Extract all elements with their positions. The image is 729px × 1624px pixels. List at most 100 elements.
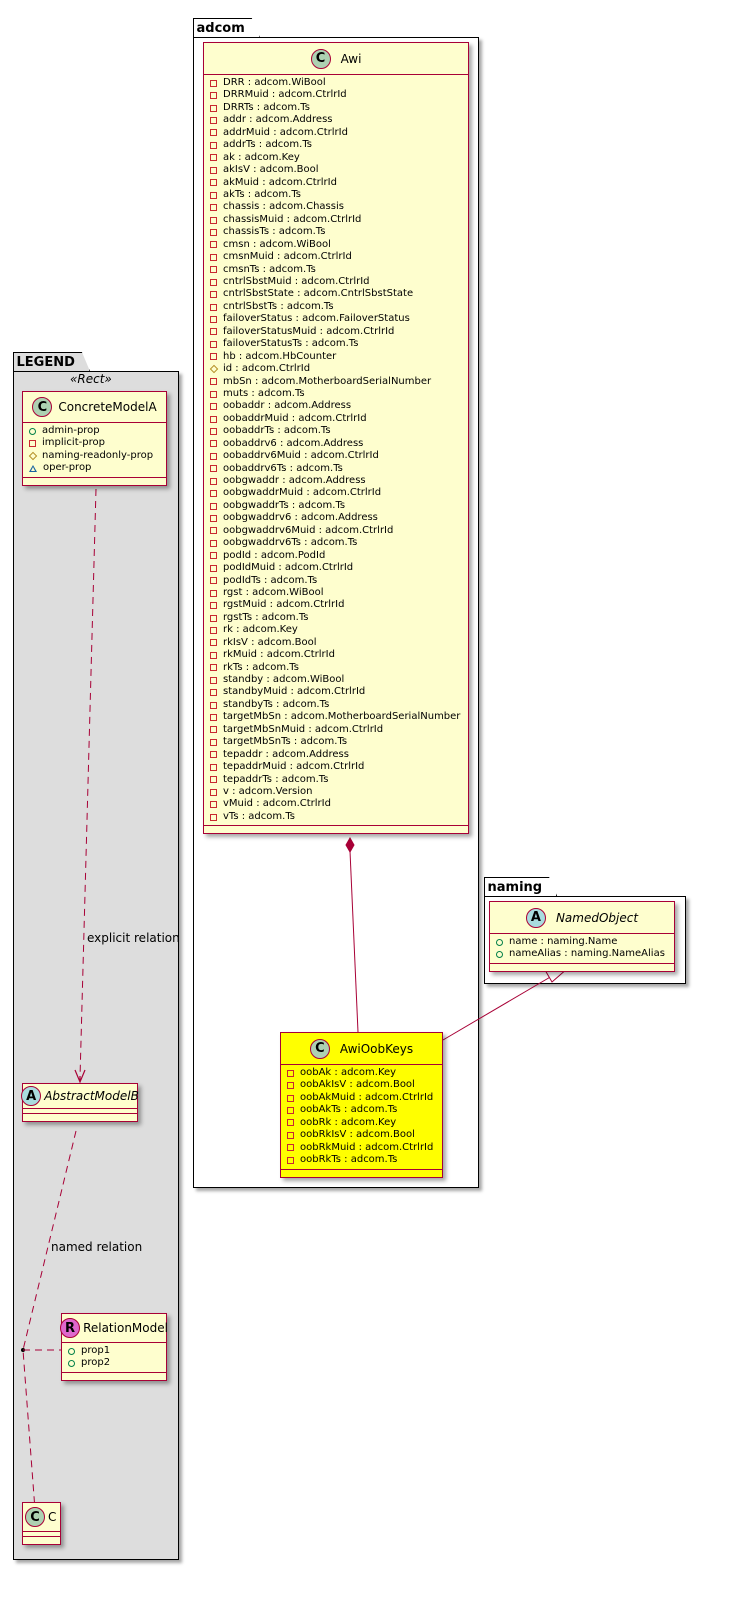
private-visibility-icon xyxy=(287,1156,294,1164)
attribute-row: oobgwaddrv6Muid : adcom.CtrlrId xyxy=(210,525,464,537)
attribute-row: cntrlSbstMuid : adcom.CtrlrId xyxy=(210,276,464,288)
private-visibility-icon xyxy=(287,1131,294,1139)
private-visibility-icon xyxy=(210,490,217,498)
attribute-text: oobaddrv6 : adcom.Address xyxy=(223,437,364,449)
attribute-text: oobaddrMuid : adcom.CtrlrId xyxy=(223,412,367,424)
attribute-text: cmsnMuid : adcom.CtrlrId xyxy=(223,251,352,263)
private-visibility-icon xyxy=(210,626,217,634)
attribute-row: oobAkIsV : adcom.Bool xyxy=(287,1079,438,1091)
attribute-text: rgstTs : adcom.Ts xyxy=(223,611,309,623)
attribute-row: nameAlias : naming.NameAlias xyxy=(496,948,670,960)
private-visibility-icon xyxy=(210,738,217,746)
private-visibility-icon xyxy=(210,527,217,535)
attribute-text: naming-readonly-prop xyxy=(42,449,154,461)
private-visibility-icon xyxy=(210,92,217,100)
private-visibility-icon xyxy=(210,502,217,510)
private-visibility-icon xyxy=(210,564,217,572)
attribute-row: standby : adcom.WiBool xyxy=(210,674,464,686)
private-visibility-icon xyxy=(210,228,217,236)
attribute-row: prop2 xyxy=(68,1357,162,1369)
attribute-row: oobRkIsV : adcom.Bool xyxy=(287,1129,438,1141)
attribute-row: oobgwaddrv6 : adcom.Address xyxy=(210,512,464,524)
class-abstract-model-b[interactable]: A AbstractModelB xyxy=(21,1083,139,1122)
attribute-row: cmsn : adcom.WiBool xyxy=(210,239,464,251)
private-visibility-icon xyxy=(210,253,217,261)
private-visibility-icon xyxy=(210,390,217,398)
attribute-text: hb : adcom.HbCounter xyxy=(223,350,337,362)
attribute-row: oobgwaddr : adcom.Address xyxy=(210,475,464,487)
class-c[interactable]: C C xyxy=(22,1502,61,1545)
private-visibility-icon xyxy=(210,763,217,771)
private-visibility-icon xyxy=(210,328,217,336)
attribute-text: muts : adcom.Ts xyxy=(223,387,305,399)
attribute-row: name : naming.Name xyxy=(496,936,670,948)
attribute-row: DRR : adcom.WiBool xyxy=(210,77,464,89)
attribute-row: akMuid : adcom.CtrlrId xyxy=(210,177,464,189)
attribute-row: rkTs : adcom.Ts xyxy=(210,662,464,674)
attribute-text: rgst : adcom.WiBool xyxy=(223,586,324,598)
attribute-row: oobRkTs : adcom.Ts xyxy=(287,1154,438,1166)
attribute-row: chassisMuid : adcom.CtrlrId xyxy=(210,214,464,226)
attribute-text: implicit-prop xyxy=(42,437,105,449)
attribute-text: targetMbSnMuid : adcom.CtrlrId xyxy=(223,723,384,735)
package-adcom-tab: adcom xyxy=(193,18,260,37)
private-visibility-icon xyxy=(210,577,217,585)
attribute-list xyxy=(23,1109,137,1114)
class-name: ConcreteModelA xyxy=(58,400,157,414)
private-visibility-icon xyxy=(210,776,217,784)
attribute-row: standbyTs : adcom.Ts xyxy=(210,699,464,711)
attribute-text: oobRk : adcom.Key xyxy=(300,1116,397,1128)
attribute-row: oper-prop xyxy=(29,462,162,474)
attribute-text: failoverStatusMuid : adcom.CtrlrId xyxy=(223,325,395,337)
private-visibility-icon xyxy=(29,440,36,448)
attribute-text: oobaddr : adcom.Address xyxy=(223,400,352,412)
private-visibility-icon xyxy=(210,403,217,411)
private-visibility-icon xyxy=(210,415,217,423)
attribute-text: oobgwaddrv6 : adcom.Address xyxy=(223,512,378,524)
attribute-text: standbyTs : adcom.Ts xyxy=(223,698,330,710)
attribute-row: DRRTs : adcom.Ts xyxy=(210,102,464,114)
private-visibility-icon xyxy=(210,129,217,137)
protected-visibility-icon xyxy=(209,365,219,374)
attribute-row: v : adcom.Version xyxy=(210,786,464,798)
private-visibility-icon xyxy=(210,179,217,187)
attribute-text: id : adcom.CtrlrId xyxy=(223,363,311,375)
attribute-row: targetMbSnTs : adcom.Ts xyxy=(210,736,464,748)
attribute-row: rk : adcom.Key xyxy=(210,624,464,636)
attribute-row: cmsnMuid : adcom.CtrlrId xyxy=(210,251,464,263)
attribute-row: admin-prop xyxy=(29,425,162,437)
attribute-text: mbSn : adcom.MotherboardSerialNumber xyxy=(223,375,432,387)
attribute-text: standbyMuid : adcom.CtrlrId xyxy=(223,686,366,698)
attribute-text: oobRkTs : adcom.Ts xyxy=(300,1154,398,1166)
attribute-row: rgstMuid : adcom.CtrlrId xyxy=(210,599,464,611)
attribute-text: oobRkMuid : adcom.CtrlrId xyxy=(300,1141,434,1153)
attribute-text: prop1 xyxy=(81,1345,111,1356)
attribute-text: oobaddrv6Muid : adcom.CtrlrId xyxy=(223,450,379,462)
attribute-text: tepaddrMuid : adcom.CtrlrId xyxy=(223,761,365,773)
attribute-row: failoverStatus : adcom.FailoverStatus xyxy=(210,313,464,325)
attribute-row: prop1 xyxy=(68,1345,162,1357)
attribute-text: nameAlias : naming.NameAlias xyxy=(509,948,665,960)
operation-list xyxy=(23,478,166,485)
package-legend-tab: LEGEND xyxy=(13,352,90,371)
attribute-text: oobRkIsV : adcom.Bool xyxy=(300,1129,415,1141)
private-visibility-icon xyxy=(210,353,217,361)
attribute-text: tepaddrTs : adcom.Ts xyxy=(223,773,329,785)
public-visibility-icon xyxy=(29,427,36,435)
attribute-row: oobgwaddrTs : adcom.Ts xyxy=(210,500,464,512)
attribute-row: oobaddrMuid : adcom.CtrlrId xyxy=(210,413,464,425)
attribute-row: chassisTs : adcom.Ts xyxy=(210,226,464,238)
attribute-row: targetMbSn : adcom.MotherboardSerialNumb… xyxy=(210,711,464,723)
private-visibility-icon xyxy=(210,104,217,112)
attribute-row: oobRkMuid : adcom.CtrlrId xyxy=(287,1142,438,1154)
attribute-text: chassis : adcom.Chassis xyxy=(223,201,344,213)
private-visibility-icon xyxy=(210,477,217,485)
